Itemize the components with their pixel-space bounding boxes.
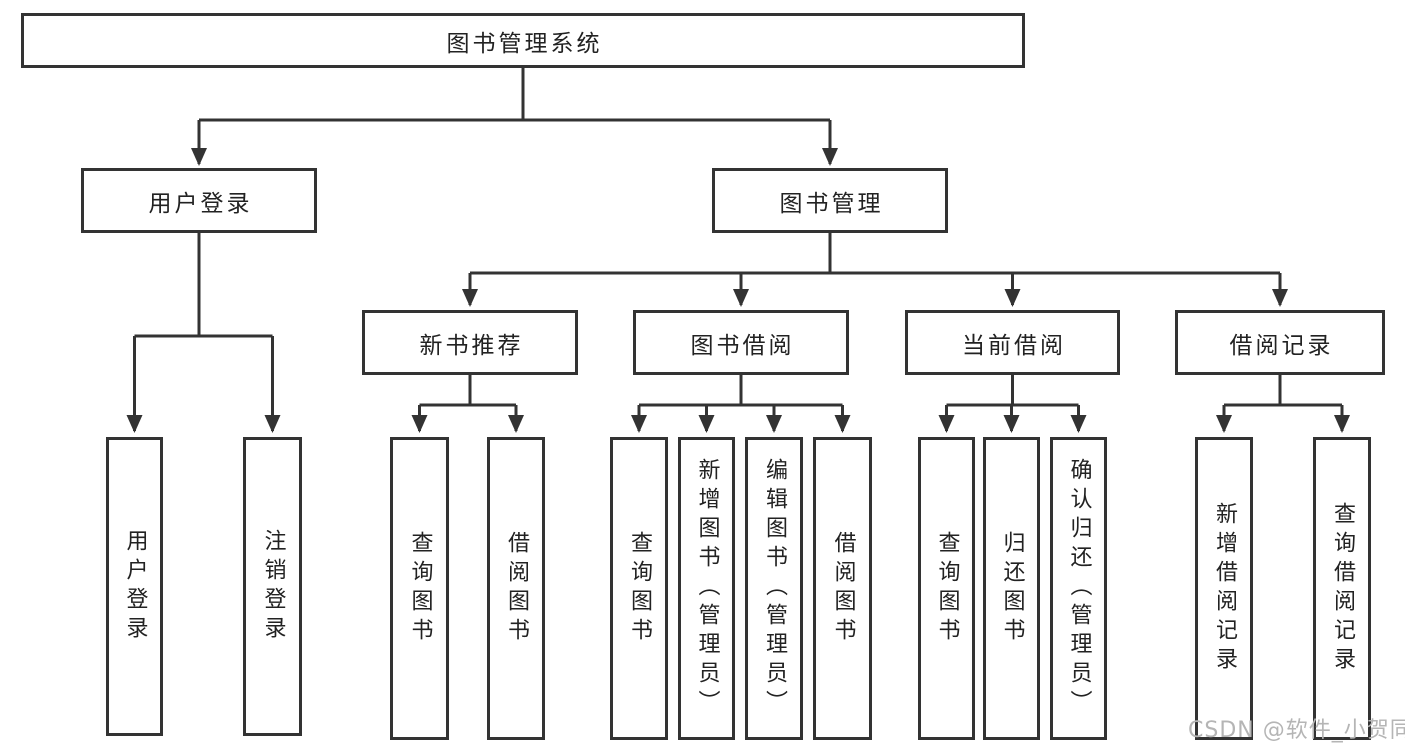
- leaf-add-borrow-record: 新增借阅记录: [1195, 437, 1253, 740]
- node-root-library-system: 图书管理系统: [21, 13, 1025, 68]
- leaf-return-book: 归还图书: [983, 437, 1040, 740]
- node-book-borrow: 图书借阅: [633, 310, 849, 375]
- leaf-logout: 注销登录: [243, 437, 302, 736]
- csdn-watermark: CSDN @软件_小贺同学: [1188, 718, 1405, 743]
- node-new-book-recommend: 新书推荐: [362, 310, 578, 375]
- leaf-add-book-admin: 新增图书（管理员）: [678, 437, 735, 740]
- leaf-confirm-return-admin: 确认归还（管理员）: [1050, 437, 1107, 740]
- leaf-query-books-borrow: 查询图书: [610, 437, 668, 740]
- leaf-borrow-books: 借阅图书: [813, 437, 872, 740]
- node-user-login: 用户登录: [81, 168, 317, 233]
- node-current-borrow: 当前借阅: [905, 310, 1120, 375]
- leaf-edit-book-admin: 编辑图书（管理员）: [745, 437, 803, 740]
- node-borrow-records: 借阅记录: [1175, 310, 1385, 375]
- leaf-query-books-current: 查询图书: [918, 437, 975, 740]
- leaf-borrow-books-recommend: 借阅图书: [487, 437, 545, 740]
- leaf-query-borrow-record: 查询借阅记录: [1313, 437, 1371, 740]
- node-book-management: 图书管理: [712, 168, 948, 233]
- leaf-query-books-recommend: 查询图书: [390, 437, 449, 740]
- leaf-user-login: 用户登录: [106, 437, 163, 736]
